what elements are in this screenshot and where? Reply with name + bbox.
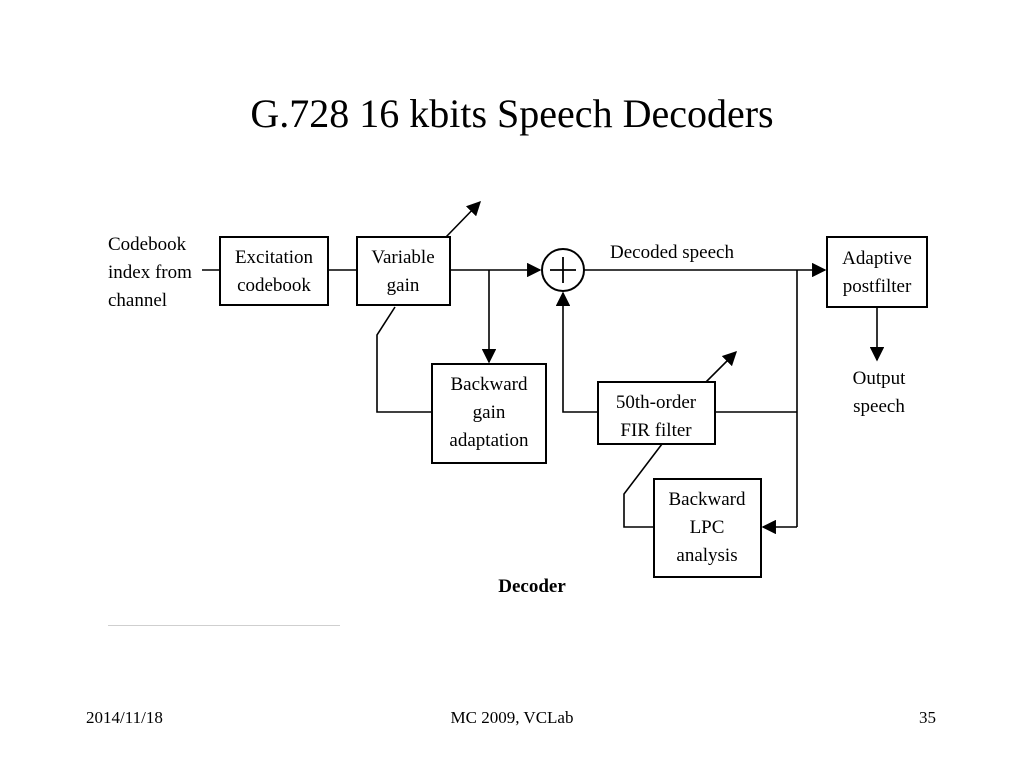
- fir-filter-block: 50th-order FIR filter: [597, 381, 716, 445]
- svg-text:codebook: codebook: [237, 275, 311, 296]
- summing-junction: [541, 248, 585, 292]
- svg-text:Backward: Backward: [668, 489, 746, 510]
- svg-text:Variable: Variable: [371, 247, 434, 268]
- svg-text:Excitation: Excitation: [235, 247, 314, 268]
- output-speech-label: Output speech: [853, 368, 907, 417]
- svg-text:Output: Output: [853, 368, 907, 389]
- footer-course: MC 2009, VCLab: [450, 708, 574, 727]
- slide-title: G.728 16 kbits Speech Decoders: [250, 91, 774, 136]
- svg-text:LPC: LPC: [690, 517, 725, 538]
- svg-text:speech: speech: [853, 396, 905, 417]
- svg-text:Adaptive: Adaptive: [842, 248, 912, 269]
- svg-text:postfilter: postfilter: [843, 276, 912, 297]
- backward-lpc-analysis-block: Backward LPC analysis: [653, 478, 762, 578]
- svg-text:analysis: analysis: [676, 545, 737, 566]
- backward-gain-adaptation-block: Backward gain adaptation: [431, 363, 547, 464]
- svg-text:gain: gain: [473, 402, 506, 423]
- variable-gain-block: Variable gain: [356, 236, 451, 306]
- footer-page-number: 35: [919, 708, 936, 727]
- divider-line: [108, 625, 340, 626]
- svg-text:Codebook: Codebook: [108, 234, 187, 255]
- svg-text:adaptation: adaptation: [449, 430, 529, 451]
- svg-text:index from: index from: [108, 262, 192, 283]
- signal-flow-lines: [202, 200, 885, 535]
- excitation-codebook-block: Excitation codebook: [219, 236, 329, 306]
- svg-text:Backward: Backward: [450, 374, 528, 395]
- svg-text:channel: channel: [108, 290, 167, 311]
- adaptive-postfilter-block: Adaptive postfilter: [826, 236, 928, 308]
- svg-text:50th-order: 50th-order: [616, 392, 697, 413]
- diagram-caption: Decoder: [498, 576, 566, 597]
- footer-date: 2014/11/18: [86, 708, 163, 727]
- svg-text:gain: gain: [387, 275, 420, 296]
- decoded-speech-label: Decoded speech: [610, 242, 734, 263]
- svg-text:FIR filter: FIR filter: [620, 420, 692, 441]
- input-label: Codebook index from channel: [108, 234, 192, 311]
